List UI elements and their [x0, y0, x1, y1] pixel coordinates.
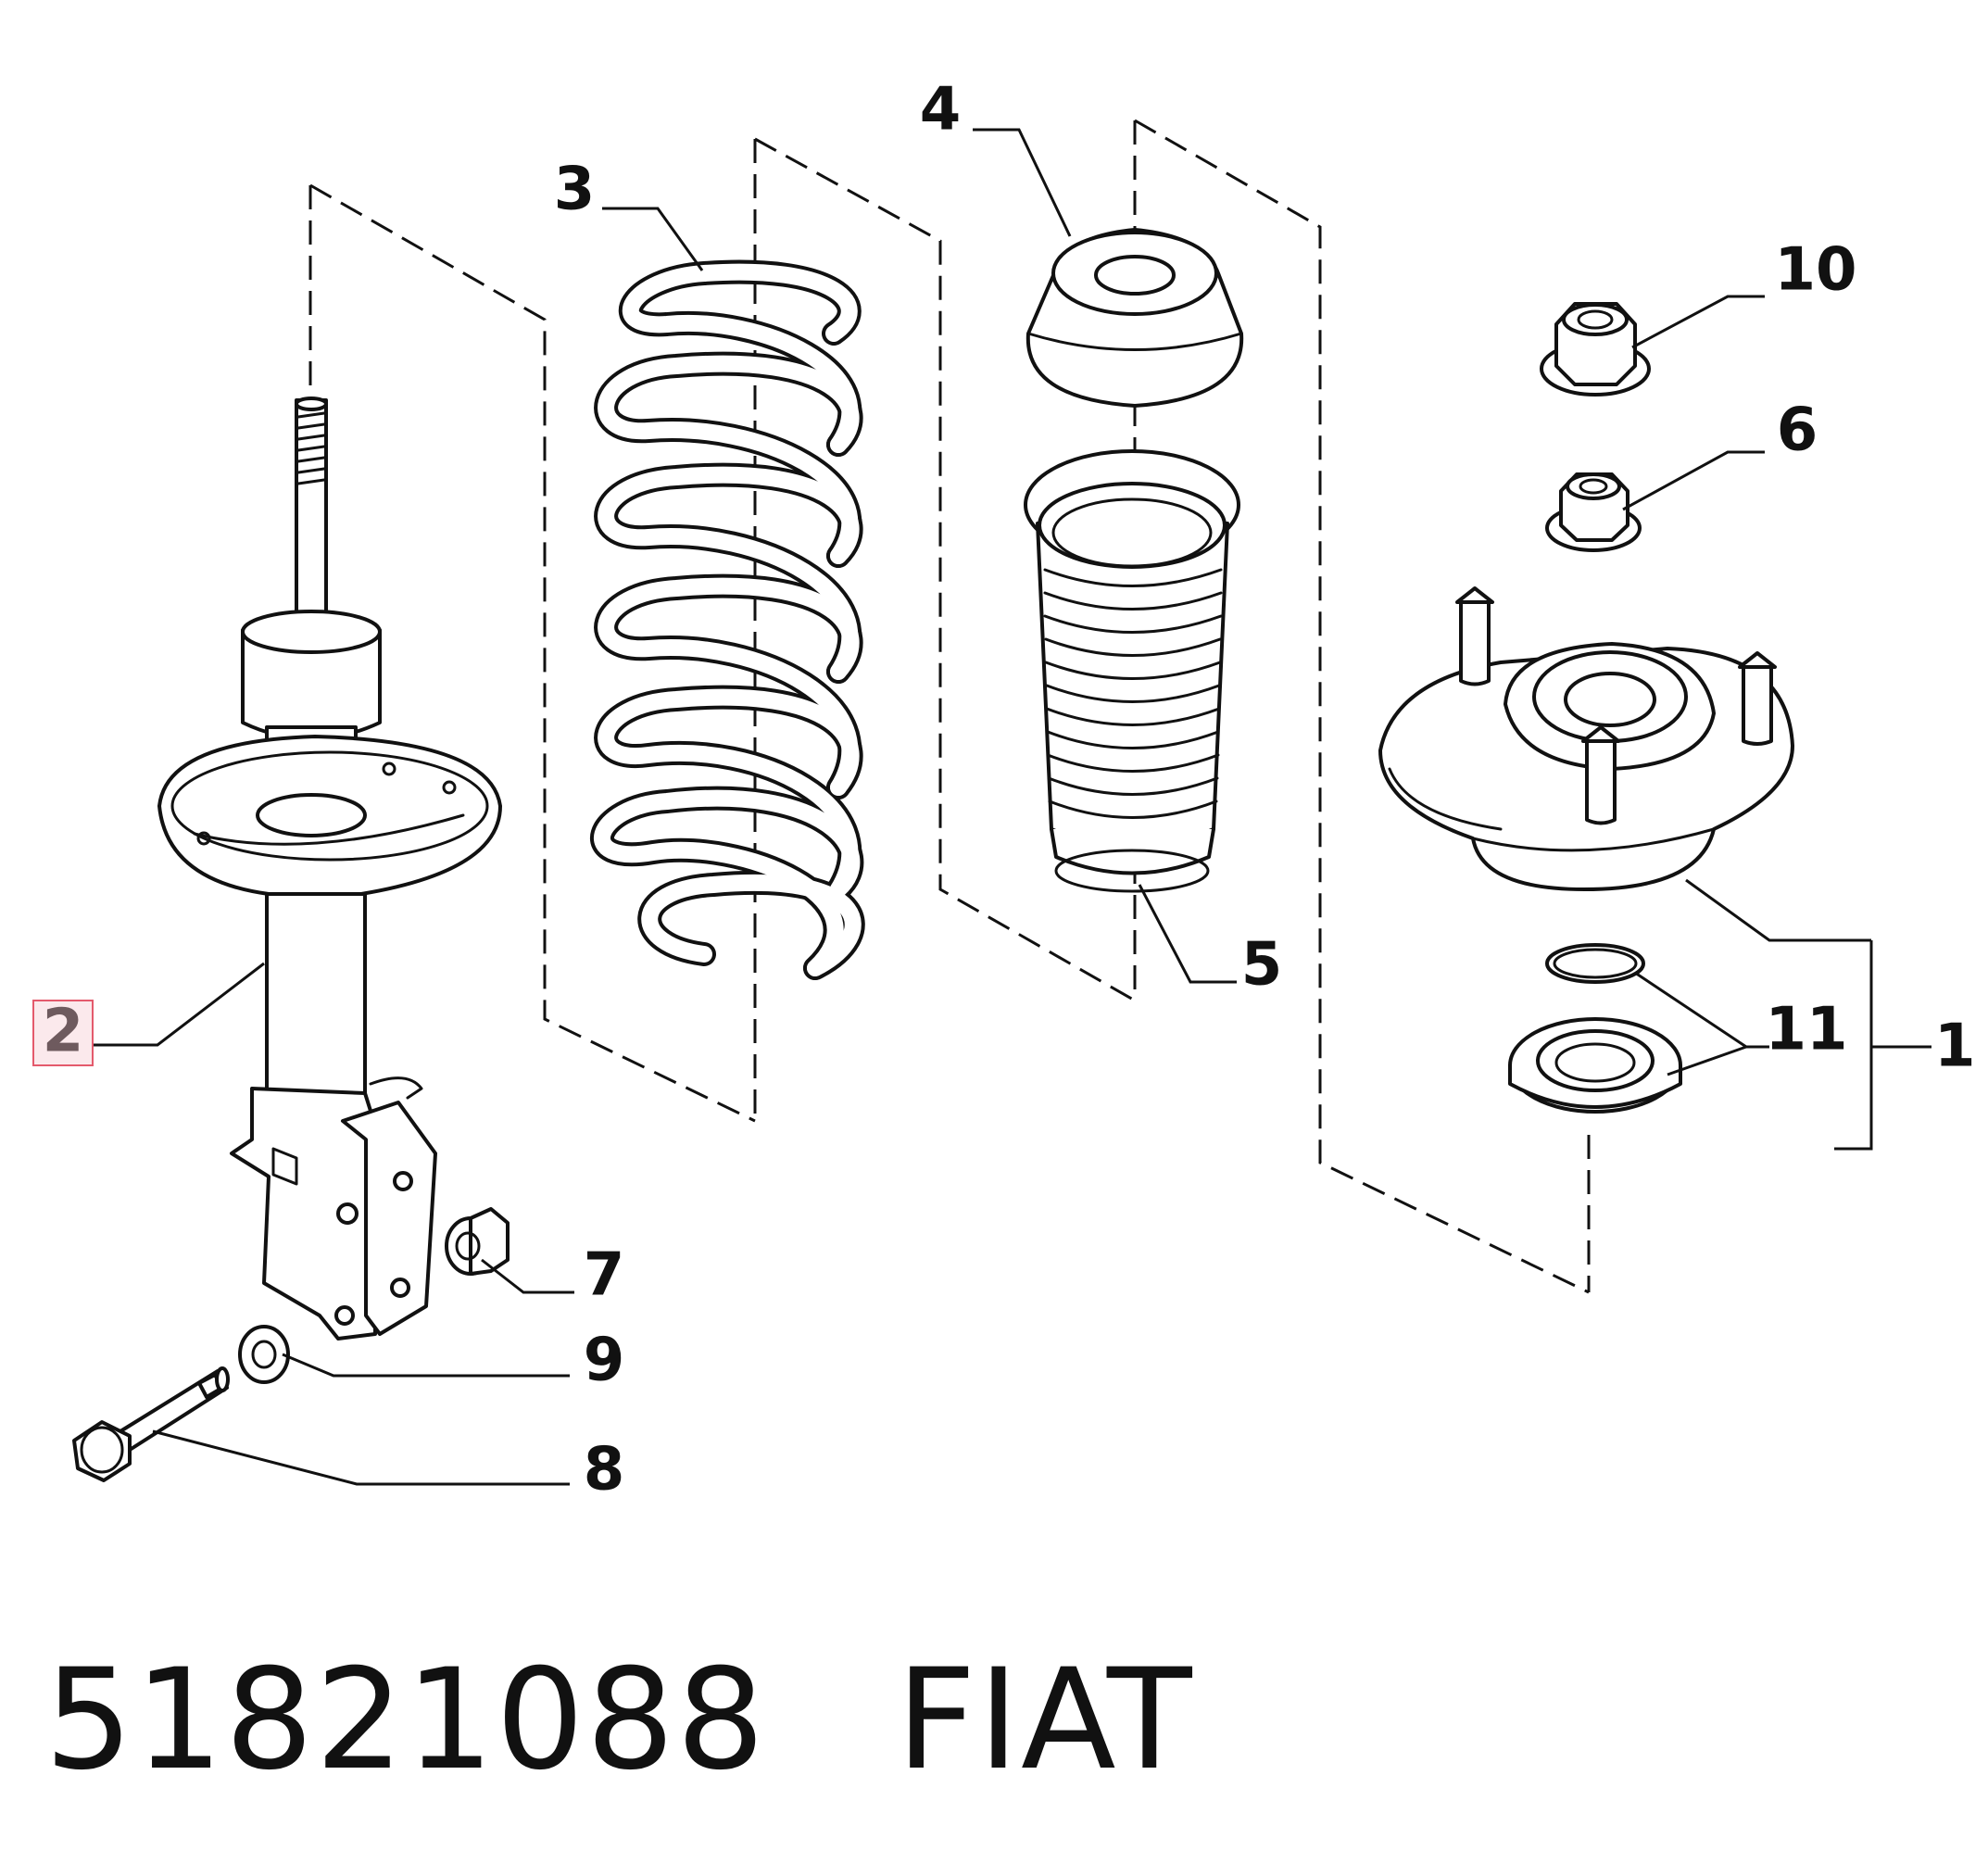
callout-3: 3	[554, 156, 596, 224]
nut-6	[1545, 472, 1642, 552]
callout-2: 2	[43, 998, 84, 1066]
callout-labels: 1 2 3 4 5 6 7 8 9 10 11	[32, 76, 1976, 1504]
callout-9: 9	[584, 1327, 625, 1395]
coil-spring	[590, 259, 865, 980]
bearing-set	[1508, 943, 1682, 1114]
part-number-footer: 51821088 FIAT	[44, 1640, 1194, 1801]
brand-name: FIAT	[896, 1640, 1194, 1801]
callout-7: 7	[584, 1241, 625, 1310]
callout-4: 4	[920, 76, 962, 145]
bump-stop	[1025, 228, 1244, 408]
part-number: 51821088	[44, 1640, 767, 1801]
top-strut-mount	[1378, 586, 1794, 891]
callout-5: 5	[1241, 931, 1283, 1000]
callout-10: 10	[1774, 236, 1856, 305]
callout-11: 11	[1765, 996, 1847, 1064]
shock-absorber-strut	[157, 397, 502, 1341]
washer-9	[238, 1325, 290, 1384]
callout-8: 8	[584, 1436, 625, 1504]
assembly-guide-lines	[308, 119, 1591, 1294]
callout-1: 1	[1934, 1013, 1976, 1081]
callout-6: 6	[1777, 397, 1818, 465]
nut-10	[1540, 302, 1651, 397]
highlight-box	[32, 1000, 94, 1066]
dust-boot	[1024, 449, 1240, 893]
leader-lines	[93, 128, 1931, 1486]
bolt-8	[72, 1366, 230, 1482]
flange-nut-7	[445, 1207, 510, 1276]
